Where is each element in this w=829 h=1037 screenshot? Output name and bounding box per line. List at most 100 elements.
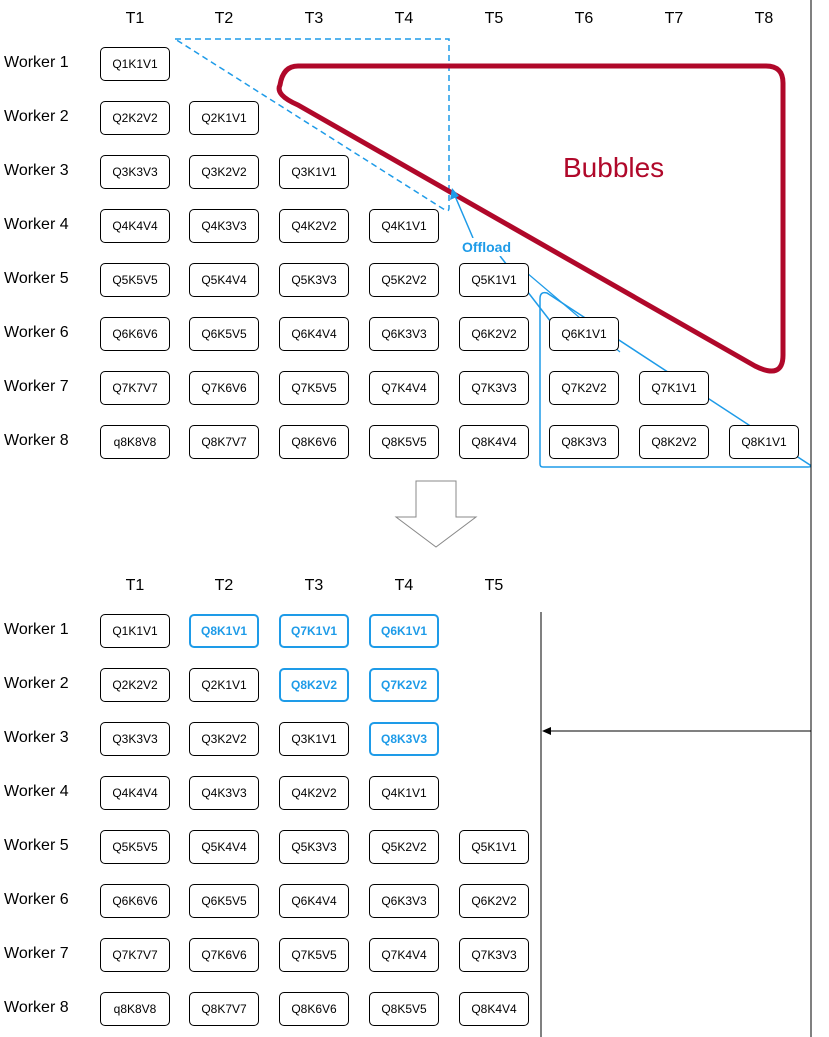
task-cell: Q4K3V3: [189, 209, 259, 243]
task-cell: Q5K1V1: [459, 830, 529, 864]
offload-pointer-up: [454, 195, 474, 239]
column-header-t1: T1: [125, 10, 145, 27]
transition-arrow: [394, 480, 478, 548]
offloaded-task-cell: Q7K2V2: [369, 668, 439, 702]
column-header-t6: T6: [574, 10, 594, 27]
task-cell: Q4K2V2: [279, 209, 349, 243]
column-header-t5: T5: [484, 10, 504, 27]
column-header-t8: T8: [754, 10, 774, 27]
task-cell: Q2K1V1: [189, 101, 259, 135]
column-header-t7: T7: [664, 10, 684, 27]
task-cell: Q7K6V6: [189, 938, 259, 972]
task-cell: Q4K4V4: [100, 209, 170, 243]
row-label-worker-3: Worker 3: [4, 729, 69, 746]
task-cell: Q4K1V1: [369, 209, 439, 243]
task-cell: Q5K2V2: [369, 263, 439, 297]
task-cell: q8K8V8: [100, 992, 170, 1026]
offloaded-task-cell: Q7K1V1: [279, 614, 349, 648]
column-header-t2: T2: [214, 10, 234, 27]
column-header-t2: T2: [214, 577, 234, 594]
task-cell: Q3K1V1: [279, 722, 349, 756]
task-cell: Q8K2V2: [639, 425, 709, 459]
task-cell: Q6K5V5: [189, 884, 259, 918]
task-cell: Q7K3V3: [459, 938, 529, 972]
task-cell: Q3K1V1: [279, 155, 349, 189]
task-cell: Q1K1V1: [100, 614, 170, 648]
task-cell: Q6K5V5: [189, 317, 259, 351]
task-cell: Q8K6V6: [279, 992, 349, 1026]
column-header-t1: T1: [125, 577, 145, 594]
task-cell: Q7K6V6: [189, 371, 259, 405]
offloaded-task-cell: Q8K1V1: [189, 614, 259, 648]
column-header-t5: T5: [484, 577, 504, 594]
task-cell: Q8K5V5: [369, 992, 439, 1026]
row-label-worker-8: Worker 8: [4, 432, 69, 449]
row-label-worker-1: Worker 1: [4, 54, 69, 71]
task-cell: Q8K5V5: [369, 425, 439, 459]
task-cell: Q4K3V3: [189, 776, 259, 810]
task-cell: Q3K2V2: [189, 722, 259, 756]
task-cell: Q7K1V1: [639, 371, 709, 405]
task-cell: Q7K7V7: [100, 938, 170, 972]
task-cell: Q6K4V4: [279, 884, 349, 918]
task-cell: Q8K3V3: [549, 425, 619, 459]
row-label-worker-7: Worker 7: [4, 945, 69, 962]
task-cell: Q7K4V4: [369, 371, 439, 405]
offload-pointer-head: [450, 188, 459, 200]
task-cell: Q5K5V5: [100, 830, 170, 864]
column-header-t3: T3: [304, 577, 324, 594]
row-label-worker-2: Worker 2: [4, 675, 69, 692]
task-cell: Q6K3V3: [369, 317, 439, 351]
row-label-worker-5: Worker 5: [4, 270, 69, 287]
offload-source-outline: [172, 38, 450, 212]
task-cell: Q5K3V3: [279, 263, 349, 297]
task-cell: Q2K1V1: [189, 668, 259, 702]
task-cell: Q5K4V4: [189, 263, 259, 297]
offload-label: Offload: [461, 238, 512, 256]
bubble-outline: [276, 63, 786, 374]
task-cell: Q7K3V3: [459, 371, 529, 405]
task-cell: Q4K4V4: [100, 776, 170, 810]
task-cell: Q6K6V6: [100, 317, 170, 351]
row-label-worker-5: Worker 5: [4, 837, 69, 854]
task-cell: Q8K6V6: [279, 425, 349, 459]
task-cell: Q5K4V4: [189, 830, 259, 864]
task-cell: Q2K2V2: [100, 101, 170, 135]
row-label-worker-4: Worker 4: [4, 216, 69, 233]
task-cell: Q7K4V4: [369, 938, 439, 972]
task-cell: Q5K2V2: [369, 830, 439, 864]
task-cell: Q7K7V7: [100, 371, 170, 405]
offloaded-task-cell: Q6K1V1: [369, 614, 439, 648]
task-cell: Q6K1V1: [549, 317, 619, 351]
offloaded-task-cell: Q8K3V3: [369, 722, 439, 756]
row-label-worker-7: Worker 7: [4, 378, 69, 395]
task-cell: Q7K5V5: [279, 371, 349, 405]
task-cell: Q5K3V3: [279, 830, 349, 864]
task-cell: Q8K1V1: [729, 425, 799, 459]
offloaded-task-cell: Q8K2V2: [279, 668, 349, 702]
row-label-worker-1: Worker 1: [4, 621, 69, 638]
task-cell: Q6K2V2: [459, 884, 529, 918]
task-cell: Q7K2V2: [549, 371, 619, 405]
row-label-worker-6: Worker 6: [4, 324, 69, 341]
task-cell: Q1K1V1: [100, 47, 170, 81]
bubbles-label: Bubbles: [563, 152, 665, 183]
task-cell: Q3K3V3: [100, 722, 170, 756]
column-header-t4: T4: [394, 577, 414, 594]
row-label-worker-8: Worker 8: [4, 999, 69, 1016]
row-label-worker-6: Worker 6: [4, 891, 69, 908]
task-cell: Q2K2V2: [100, 668, 170, 702]
row-label-worker-4: Worker 4: [4, 783, 69, 800]
row-label-worker-2: Worker 2: [4, 108, 69, 125]
task-cell: Q6K4V4: [279, 317, 349, 351]
task-cell: Q7K5V5: [279, 938, 349, 972]
task-cell: Q6K3V3: [369, 884, 439, 918]
task-cell: Q5K1V1: [459, 263, 529, 297]
column-header-t4: T4: [394, 10, 414, 27]
column-header-t3: T3: [304, 10, 324, 27]
task-cell: Q4K2V2: [279, 776, 349, 810]
task-cell: Q8K4V4: [459, 425, 529, 459]
task-cell: Q8K7V7: [189, 425, 259, 459]
task-cell: Q6K6V6: [100, 884, 170, 918]
task-cell: Q3K3V3: [100, 155, 170, 189]
